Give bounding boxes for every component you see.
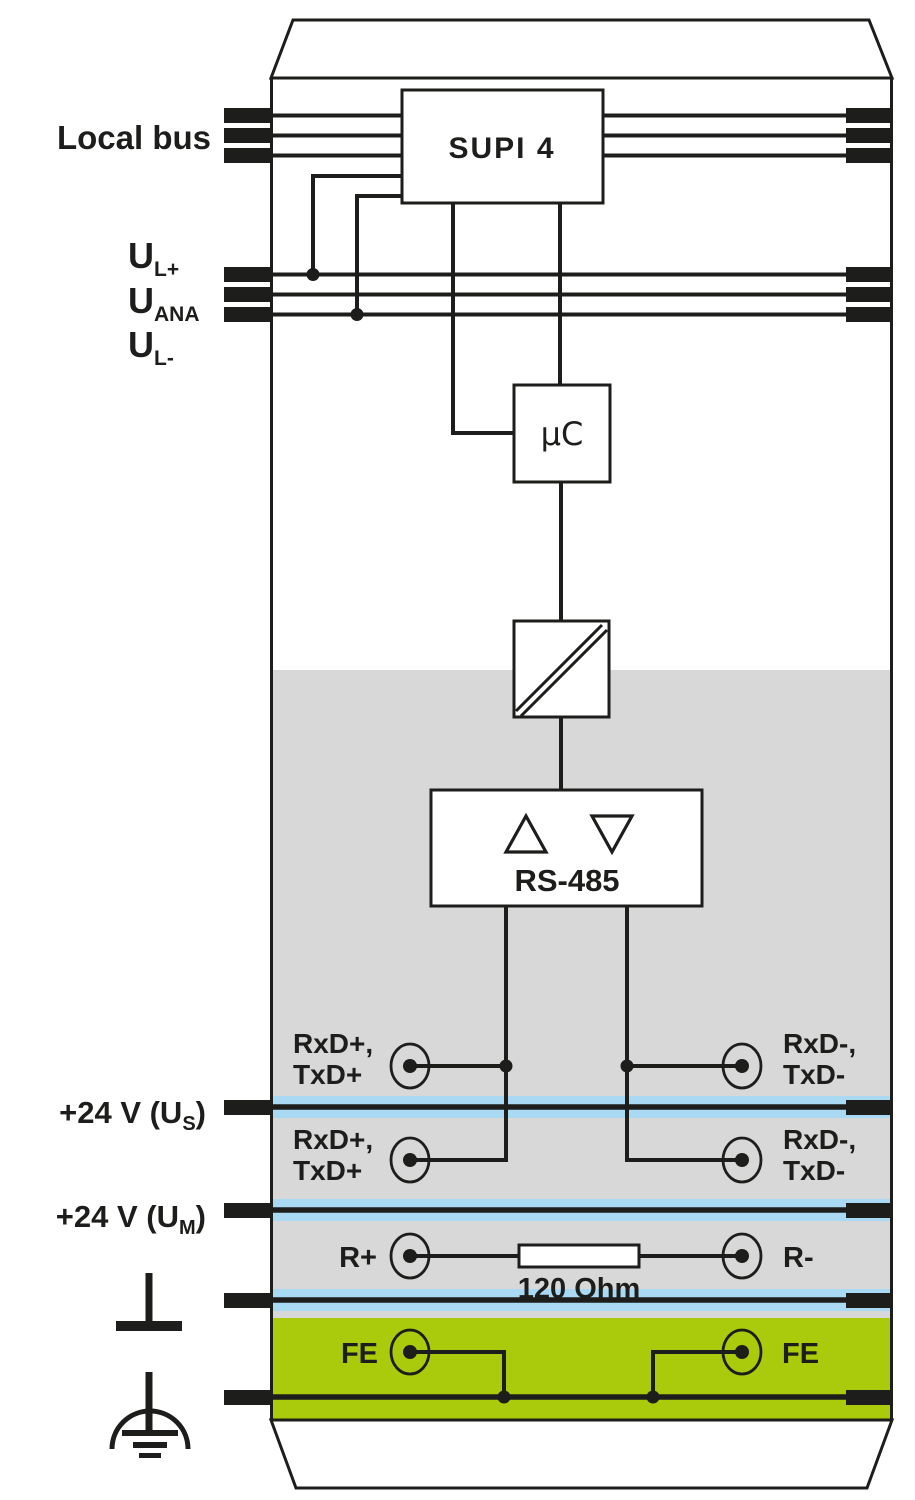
terminal-dot — [403, 1153, 417, 1167]
module-top-face — [268, 18, 895, 80]
junction-dot — [350, 308, 364, 321]
junction-dot — [620, 1059, 634, 1073]
terminal-dot — [403, 1059, 417, 1073]
wire-terminal — [389, 1232, 431, 1280]
terminal-bar — [846, 267, 892, 282]
wire-terminal — [389, 1328, 431, 1376]
terminal-bar — [224, 1293, 271, 1308]
fe-labels: FE FE — [341, 1338, 819, 1370]
24v-um-label: +24 V (UM) — [56, 1199, 206, 1239]
wire-terminal — [389, 1042, 431, 1090]
ul-plus-label: UL+ — [128, 235, 179, 281]
wire-terminal — [721, 1042, 763, 1090]
rs485-label: RS-485 — [514, 863, 619, 898]
terminal-bar — [846, 128, 892, 143]
u-ana-label: UANA — [128, 280, 200, 326]
uc-label: µC — [541, 415, 584, 453]
left-terminal-bars — [224, 108, 271, 1405]
r-plus-label: R+ — [339, 1242, 377, 1274]
protective-earth-icon — [109, 1372, 191, 1458]
transmit-triangle-icon — [503, 812, 549, 854]
power-rail-lines — [235, 1104, 885, 1400]
wire-terminal — [721, 1232, 763, 1280]
junction-dot — [499, 1059, 513, 1073]
terminal-bar — [846, 1390, 892, 1405]
terminal-bar — [224, 1390, 271, 1405]
wire-terminal — [389, 1136, 431, 1184]
wire-terminal — [721, 1136, 763, 1184]
terminal-dot — [735, 1059, 749, 1073]
terminal-bar — [224, 1100, 271, 1115]
terminal-bar — [846, 287, 892, 302]
terminal-bar — [224, 287, 271, 302]
module-bottom-face — [268, 1418, 895, 1490]
rxd-row2-labels: RxD+, TxD+ RxD-, TxD- — [293, 1124, 856, 1186]
functional-earth-icon — [116, 1273, 182, 1331]
supi4-block: SUPI 4 — [400, 88, 605, 205]
right-terminal-bars — [846, 108, 892, 1405]
r-minus-label: R- — [783, 1242, 814, 1274]
fe-wiring — [410, 1350, 742, 1404]
rxd-row2-right-label: RxD-, — [783, 1124, 856, 1155]
rxd-row2-left-label: RxD+, — [293, 1124, 373, 1155]
terminal-bar — [846, 1100, 892, 1115]
terminal-dot — [403, 1345, 417, 1359]
module-body-border — [270, 76, 893, 1422]
junction-dot — [646, 1390, 660, 1404]
terminal-bar — [224, 148, 271, 163]
terminal-bar — [224, 307, 271, 322]
supi4-label: SUPI 4 — [448, 132, 555, 165]
24v-us-label: +24 V (US) — [59, 1095, 206, 1135]
fe-right-label: FE — [782, 1338, 819, 1370]
supi4-wiring — [306, 174, 562, 435]
terminal-dot — [735, 1345, 749, 1359]
termination-resistor — [517, 1243, 641, 1269]
uc-block: µC — [512, 383, 612, 484]
termination-labels: R+ R- 120 Ohm — [339, 1242, 814, 1305]
terminal-bar — [224, 108, 271, 123]
txd-row1-left-label: TxD+ — [293, 1059, 362, 1090]
fe-zone — [273, 1318, 890, 1419]
terminal-bar — [224, 128, 271, 143]
terminal-bar — [224, 1203, 271, 1218]
terminal-bar — [846, 1203, 892, 1218]
txd-row1-right-label: TxD- — [783, 1059, 845, 1090]
voltage-lines — [248, 272, 850, 317]
fe-left-label: FE — [341, 1338, 378, 1370]
wire-terminals — [389, 1042, 763, 1376]
ul-minus-label: UL- — [128, 324, 174, 370]
rs485-wiring — [410, 906, 742, 1162]
terminal-dot — [403, 1249, 417, 1263]
wire-terminal — [721, 1328, 763, 1376]
termination-wiring — [410, 1243, 742, 1269]
terminal-bar — [846, 148, 892, 163]
isolation-barrier-icon — [512, 619, 611, 719]
terminal-dot — [735, 1249, 749, 1263]
junction-dot — [497, 1390, 511, 1404]
txd-row2-left-label: TxD+ — [293, 1155, 362, 1186]
local-bus-label: Local bus — [57, 119, 211, 156]
txd-row2-right-label: TxD- — [783, 1155, 845, 1186]
resistor-value-label: 120 Ohm — [518, 1273, 641, 1305]
rxd-row1-right-label: RxD-, — [783, 1028, 856, 1059]
terminal-bar — [224, 267, 271, 282]
rxd-row1-left-label: RxD+, — [293, 1028, 373, 1059]
junction-dot — [306, 268, 320, 281]
receive-triangle-icon — [589, 814, 635, 856]
rs485-block: RS-485 — [429, 788, 704, 908]
terminal-dot — [735, 1153, 749, 1167]
terminal-bar — [846, 307, 892, 322]
terminal-bar — [846, 108, 892, 123]
terminal-bar — [846, 1293, 892, 1308]
rxd-row1-labels: RxD+, TxD+ RxD-, TxD- — [293, 1028, 856, 1090]
